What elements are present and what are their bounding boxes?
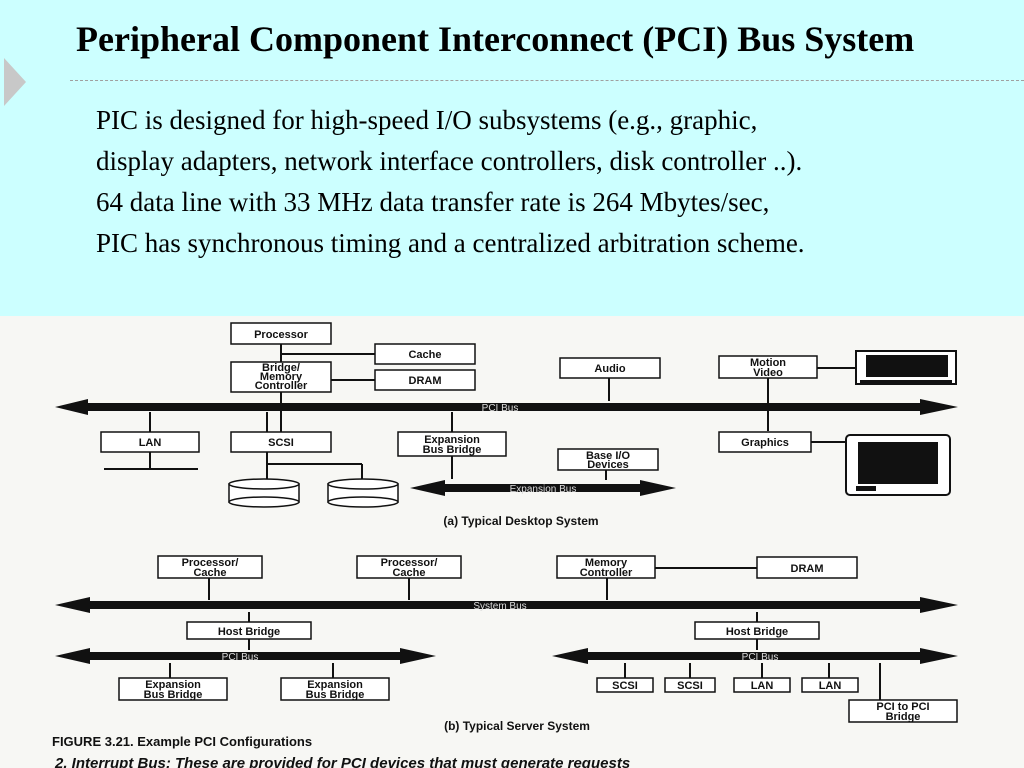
slide-header: Peripheral Component Interconnect (PCI) … [0, 0, 1024, 316]
exp-bridge-label-line: Bus Bridge [144, 689, 203, 701]
cache-box [374, 343, 476, 365]
bullet-line: PIC is designed for high-speed I/O subsy… [96, 105, 758, 135]
expansion-bridge-label-line: Bus Bridge [423, 444, 482, 456]
host-bridge-label: Host Bridge [218, 626, 280, 638]
pci-bus-label: PCI Bus [482, 403, 519, 414]
server-caption: (b) Typical Server System [444, 719, 590, 733]
expansion-bus-arrow [410, 480, 676, 496]
base-io-devices-box [557, 448, 659, 471]
motion-video-label-line: Video [753, 367, 783, 379]
cache-label: Cache [408, 349, 441, 361]
scsi-label: SCSI [612, 680, 638, 692]
audio-label: Audio [594, 363, 625, 375]
mem-controller-label-line: Controller [580, 567, 633, 579]
audio-box [559, 357, 661, 379]
scsi-box [596, 677, 654, 693]
motion-video-label-line: Motion [750, 357, 786, 369]
pci-bus-right-label: PCI Bus [742, 652, 779, 663]
slide-title: Peripheral Component Interconnect (PCI) … [76, 19, 915, 59]
desktop-caption: (a) Typical Desktop System [443, 514, 598, 528]
system-bus-arrow [55, 597, 958, 613]
lan-label: LAN [751, 680, 774, 692]
bullet-line: display adapters, network interface cont… [96, 146, 803, 176]
exp-bridge-label-line: Bus Bridge [306, 689, 365, 701]
lan-label: LAN [139, 437, 162, 449]
slide-nav-arrow-icon[interactable] [4, 58, 26, 106]
proc-cache-label-line: Processor/ [182, 557, 239, 569]
pci-to-pci-label-line: Bridge [886, 711, 921, 723]
footer-text-fragment: 2. Interrupt Bus: These are provided for… [54, 755, 630, 768]
processor-cache-box [157, 555, 263, 579]
lan-box [100, 431, 200, 453]
bullet-list: PIC is designed for high-speed I/O subsy… [96, 100, 805, 264]
lan-box [801, 677, 859, 693]
processor-box [230, 322, 332, 345]
expansion-bus-bridge-box [397, 431, 507, 457]
expansion-bus-bridge-box [280, 677, 390, 701]
expansion-bus-label: Expansion Bus [510, 484, 577, 495]
pci-bus-arrow [55, 399, 958, 415]
motion-video-box [718, 355, 818, 379]
pci-configuration-figure: PCI Bus Expansion Bus Processor Cache Br… [0, 316, 1024, 768]
bridge-label-line: Bridge/ [262, 362, 300, 374]
disk-drive-icon [228, 478, 300, 508]
lan-label: LAN [819, 680, 842, 692]
system-bus-label: System Bus [473, 601, 526, 612]
bridge-memory-controller-box [230, 361, 332, 393]
scsi-box [664, 677, 716, 693]
proc-cache-label-line: Cache [193, 567, 226, 579]
expansion-bridge-label-line: Expansion [424, 434, 480, 446]
pci-bus-left-arrow [55, 648, 436, 664]
pci-bus-left-label: PCI Bus [222, 652, 259, 663]
scsi-label: SCSI [268, 437, 294, 449]
bullet-line: PIC has synchronous timing and a central… [96, 228, 805, 258]
base-io-label-line: Base I/O [586, 450, 630, 462]
title-divider [70, 80, 1024, 81]
graphics-label: Graphics [741, 437, 789, 449]
server-system-diagram: System Bus PCI Bus PCI Bus Processor/ Ca… [55, 555, 958, 733]
pci-bus-right-arrow [552, 648, 958, 664]
desktop-system-diagram: PCI Bus Expansion Bus Processor Cache Br… [55, 322, 958, 528]
mem-controller-label-line: Memory [585, 557, 628, 569]
monitor-icon [855, 350, 957, 385]
exp-bridge-label-line: Expansion [145, 679, 201, 691]
host-bridge-label: Host Bridge [726, 626, 788, 638]
scsi-box [230, 431, 332, 453]
figure-caption: FIGURE 3.21. Example PCI Configurations [52, 734, 312, 749]
base-io-label-line: Devices [587, 459, 629, 471]
host-bridge-box [186, 621, 312, 640]
bridge-label-line: Memory [260, 371, 303, 383]
memory-controller-box [556, 555, 656, 579]
scsi-label: SCSI [677, 680, 703, 692]
dram-label: DRAM [409, 375, 442, 387]
display-monitor-icon [845, 434, 951, 496]
exp-bridge-label-line: Expansion [307, 679, 363, 691]
host-bridge-box [694, 621, 820, 640]
disk-drive-icon [327, 478, 399, 508]
expansion-bus-bridge-box [118, 677, 228, 701]
figure-svg: PCI Bus Expansion Bus Processor Cache Br… [52, 322, 958, 768]
bullet-line: 64 data line with 33 MHz data transfer r… [96, 187, 770, 217]
dram-box [374, 369, 476, 391]
bridge-label-line: Controller [255, 380, 308, 392]
server-dram-box [756, 556, 858, 579]
processor-cache-box [356, 555, 462, 579]
proc-cache-label-line: Processor/ [381, 557, 438, 569]
lan-box [733, 677, 791, 693]
pci-to-pci-bridge-box [848, 699, 958, 723]
proc-cache-label-line: Cache [392, 567, 425, 579]
graphics-box [718, 431, 812, 453]
pci-to-pci-label-line: PCI to PCI [876, 701, 929, 713]
processor-label: Processor [254, 329, 309, 341]
server-dram-label: DRAM [791, 563, 824, 575]
